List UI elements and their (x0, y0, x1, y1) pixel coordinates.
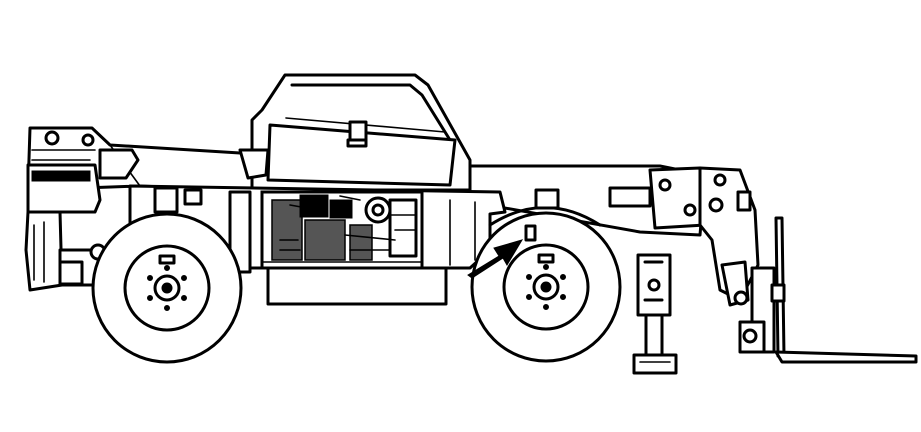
front-hub-bolts (526, 264, 566, 310)
boom-pivot-icon (44, 130, 60, 146)
stabilizer-leg (632, 253, 678, 375)
rear-hub-bolts (147, 265, 187, 311)
stabilizer-pad (632, 353, 678, 375)
operator-cab (238, 73, 472, 192)
rear-counterweight (24, 148, 140, 292)
rear-wheel (91, 212, 243, 364)
fork-carriage (738, 216, 918, 364)
service-point (524, 224, 537, 242)
boom-head-linkage (648, 166, 760, 307)
engine-compartment (260, 190, 424, 270)
forks (774, 350, 918, 364)
side-skirt (266, 266, 448, 306)
arrow-icon (467, 239, 524, 279)
